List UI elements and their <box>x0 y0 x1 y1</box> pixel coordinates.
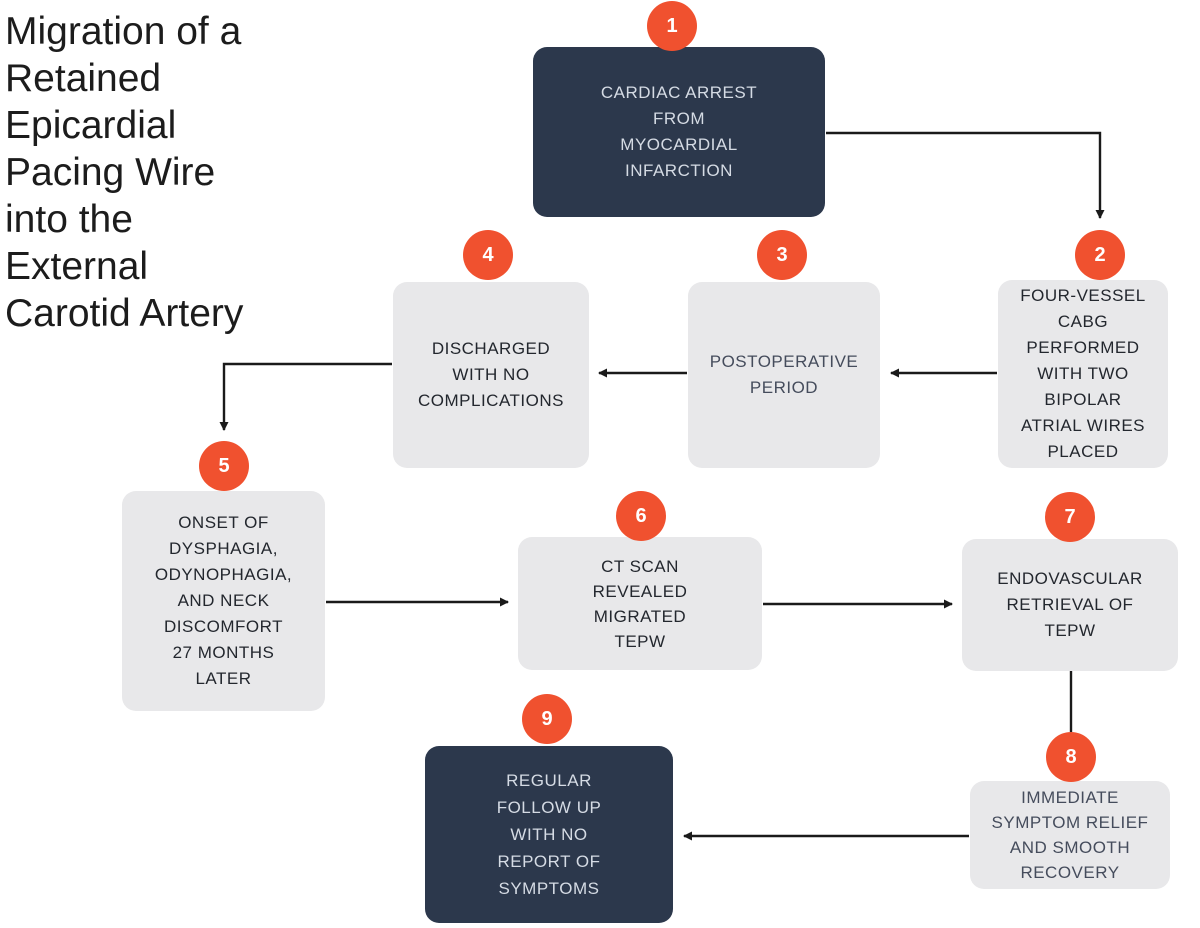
step-7-badge: 7 <box>1045 492 1095 542</box>
step-5-label: ONSET OF DYSPHAGIA, ODYNOPHAGIA, AND NEC… <box>154 513 293 688</box>
step-5-badge: 5 <box>199 441 249 491</box>
step-7-label: ENDOVASCULAR RETRIEVAL OF TEPW <box>997 569 1143 640</box>
step-3-label: POSTOPERATIVE PERIOD <box>709 352 859 397</box>
step-3-box: POSTOPERATIVE PERIOD <box>688 282 880 468</box>
step-8-label: IMMEDIATE SYMPTOM RELIEF AND SMOOTH RECO… <box>991 788 1149 882</box>
arrow-4-to-5 <box>219 362 392 431</box>
step-7-box: ENDOVASCULAR RETRIEVAL OF TEPW <box>962 539 1178 671</box>
arrow-1-to-2 <box>826 131 1105 219</box>
step-6-label: CT SCAN REVEALED MIGRATED TEPW <box>592 556 688 651</box>
step-2-label: FOUR-VESSEL CABG PERFORMED WITH TWO BIPO… <box>1020 286 1146 461</box>
step-9-label: REGULAR FOLLOW UP WITH NO REPORT OF SYMP… <box>496 771 602 898</box>
step-1-badge: 1 <box>647 1 697 51</box>
step-9-box: REGULAR FOLLOW UP WITH NO REPORT OF SYMP… <box>425 746 673 923</box>
step-4-box: DISCHARGED WITH NO COMPLICATIONS <box>393 282 589 468</box>
step-8-box: IMMEDIATE SYMPTOM RELIEF AND SMOOTH RECO… <box>970 781 1170 889</box>
step-6-box: CT SCAN REVEALED MIGRATED TEPW <box>518 537 762 670</box>
step-8-badge: 8 <box>1046 732 1096 782</box>
step-4-badge: 4 <box>463 230 513 280</box>
step-9-badge: 9 <box>522 694 572 744</box>
step-5-box: ONSET OF DYSPHAGIA, ODYNOPHAGIA, AND NEC… <box>122 491 325 711</box>
step-6-badge: 6 <box>616 491 666 541</box>
step-2-box: FOUR-VESSEL CABG PERFORMED WITH TWO BIPO… <box>998 280 1168 468</box>
step-1-box: CARDIAC ARREST FROM MYOCARDIAL INFARCTIO… <box>533 47 825 217</box>
step-1-label: CARDIAC ARREST FROM MYOCARDIAL INFARCTIO… <box>600 83 758 180</box>
step-2-badge: 2 <box>1075 230 1125 280</box>
step-3-badge: 3 <box>757 230 807 280</box>
step-4-label: DISCHARGED WITH NO COMPLICATIONS <box>418 339 564 410</box>
page-title: Migration of a Retained Epicardial Pacin… <box>5 10 244 335</box>
